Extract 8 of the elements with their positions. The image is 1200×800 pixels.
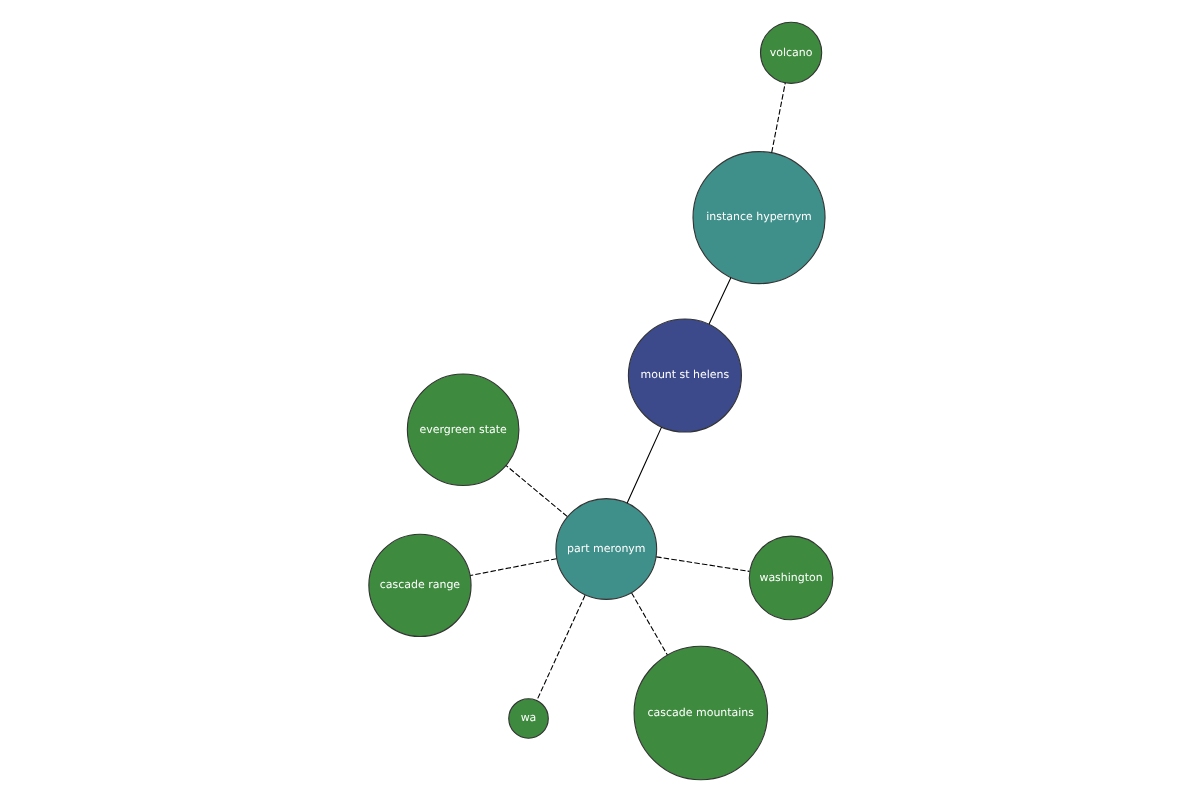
connector — [630, 591, 667, 655]
connector — [707, 275, 731, 324]
connector — [504, 464, 567, 516]
connector — [535, 593, 585, 700]
connector — [625, 425, 662, 503]
connector — [770, 81, 785, 153]
connector — [468, 557, 556, 576]
connector — [654, 555, 750, 571]
